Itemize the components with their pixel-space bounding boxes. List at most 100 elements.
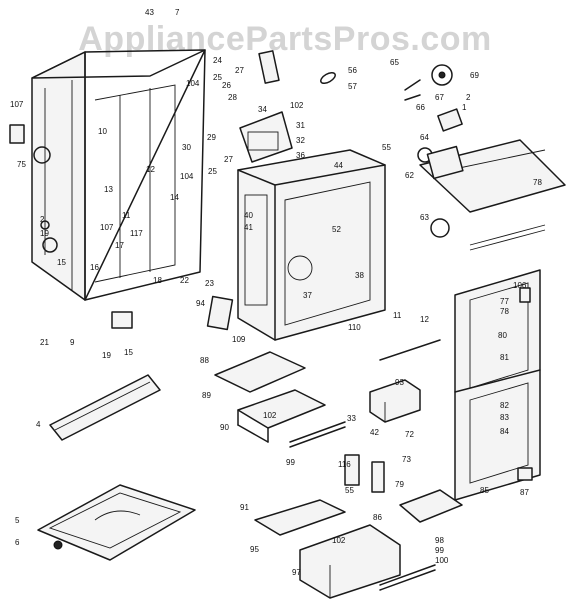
part-number-40: 40 bbox=[244, 211, 253, 220]
part-number-93: 93 bbox=[395, 378, 404, 387]
part-number-80: 80 bbox=[498, 331, 507, 340]
part-number-36: 36 bbox=[296, 151, 305, 160]
part-number-5: 5 bbox=[15, 516, 20, 525]
part-number-83: 83 bbox=[500, 413, 509, 422]
part-number-82: 82 bbox=[500, 401, 509, 410]
part-number-29: 29 bbox=[207, 133, 216, 142]
part-number-19: 19 bbox=[40, 229, 49, 238]
part-number-15: 15 bbox=[124, 348, 133, 357]
part-number-13: 13 bbox=[104, 185, 113, 194]
part-number-63: 63 bbox=[420, 213, 429, 222]
part-number-117: 117 bbox=[130, 229, 143, 238]
part-number-25: 25 bbox=[208, 167, 217, 176]
part-number-6: 6 bbox=[15, 538, 20, 547]
part-number-34: 34 bbox=[258, 105, 267, 114]
part-number-97: 97 bbox=[292, 568, 301, 577]
part-number-30: 30 bbox=[182, 143, 191, 152]
part-number-15: 15 bbox=[57, 258, 66, 267]
part-number-79: 79 bbox=[395, 480, 404, 489]
part-number-24: 24 bbox=[213, 56, 222, 65]
part-number-12: 12 bbox=[420, 315, 429, 324]
part-number-78: 78 bbox=[533, 178, 542, 187]
part-number-52: 52 bbox=[332, 225, 341, 234]
part-number-2: 2 bbox=[466, 93, 471, 102]
part-number-31: 31 bbox=[296, 121, 305, 130]
part-number-33: 33 bbox=[347, 414, 356, 423]
part-number-77: 77 bbox=[500, 297, 509, 306]
part-number-21: 21 bbox=[40, 338, 49, 347]
part-number-90: 90 bbox=[220, 423, 229, 432]
part-number-81: 81 bbox=[500, 353, 509, 362]
part-number-19: 19 bbox=[102, 351, 111, 360]
part-number-87: 87 bbox=[520, 488, 529, 497]
part-number-88: 88 bbox=[200, 356, 209, 365]
part-number-38: 38 bbox=[355, 271, 364, 280]
part-number-104: 104 bbox=[186, 79, 200, 88]
part-number-22: 22 bbox=[180, 276, 189, 285]
cabinet-shell bbox=[31, 49, 206, 301]
part-number-69: 69 bbox=[470, 71, 479, 80]
part-number-18: 18 bbox=[153, 276, 162, 285]
shelf-frame bbox=[214, 351, 326, 443]
part-number-95: 95 bbox=[250, 545, 259, 554]
part-number-14: 14 bbox=[170, 193, 179, 202]
ice-bin bbox=[369, 379, 421, 423]
part-number-9: 9 bbox=[70, 338, 75, 347]
part-number-86: 86 bbox=[373, 513, 382, 522]
part-number-28: 28 bbox=[228, 93, 237, 102]
bottom-pan bbox=[37, 484, 196, 561]
part-number-109: 109 bbox=[232, 335, 246, 344]
part-number-110: 110 bbox=[348, 323, 361, 332]
part-number-99: 99 bbox=[286, 458, 295, 467]
part-number-55: 55 bbox=[345, 486, 354, 495]
hardware-parts bbox=[9, 50, 533, 493]
front-trim bbox=[49, 374, 161, 441]
part-number-66: 66 bbox=[416, 103, 425, 112]
part-number-84: 84 bbox=[500, 427, 509, 436]
part-number-17: 17 bbox=[115, 241, 124, 250]
part-number-91: 91 bbox=[240, 503, 249, 512]
part-number-73: 73 bbox=[402, 455, 411, 464]
part-number-27: 27 bbox=[235, 66, 244, 75]
part-number-37: 37 bbox=[303, 291, 312, 300]
part-number-89: 89 bbox=[202, 391, 211, 400]
part-number-1: 1 bbox=[462, 103, 467, 112]
part-number-107: 107 bbox=[100, 223, 114, 232]
part-number-99: 99 bbox=[435, 546, 444, 555]
part-number-62: 62 bbox=[405, 171, 414, 180]
part-number-104: 104 bbox=[180, 172, 194, 181]
part-number-42: 42 bbox=[370, 428, 379, 437]
part-number-102: 102 bbox=[263, 411, 277, 420]
evaporator-cover bbox=[239, 111, 293, 163]
freezer-liner bbox=[237, 149, 386, 341]
part-number-44: 44 bbox=[334, 161, 343, 170]
part-number-57: 57 bbox=[348, 82, 357, 91]
crisper-drawers bbox=[254, 489, 463, 599]
part-number-4: 4 bbox=[36, 420, 41, 429]
part-number-107: 107 bbox=[10, 100, 24, 109]
part-number-43: 43 bbox=[145, 8, 154, 17]
part-number-12: 12 bbox=[146, 165, 155, 174]
part-number-56: 56 bbox=[348, 66, 357, 75]
part-number-100: 100 bbox=[435, 556, 449, 565]
part-number-102: 102 bbox=[332, 536, 346, 545]
part-number-102: 102 bbox=[290, 101, 304, 110]
part-number-55: 55 bbox=[382, 143, 391, 152]
part-number-75: 75 bbox=[17, 160, 26, 169]
part-number-41: 41 bbox=[244, 223, 253, 232]
part-number-16: 16 bbox=[90, 263, 99, 272]
part-number-85: 85 bbox=[480, 486, 489, 495]
part-number-10: 10 bbox=[98, 127, 107, 136]
part-number-78: 78 bbox=[500, 307, 509, 316]
part-number-23: 23 bbox=[205, 279, 214, 288]
part-number-26: 26 bbox=[222, 81, 231, 90]
part-number-94: 94 bbox=[196, 299, 205, 308]
part-number-116: 116 bbox=[338, 460, 351, 469]
part-number-98: 98 bbox=[435, 536, 444, 545]
part-number-67: 67 bbox=[435, 93, 444, 102]
part-number-72: 72 bbox=[405, 430, 414, 439]
part-number-106: 106 bbox=[513, 281, 527, 290]
part-number-27: 27 bbox=[224, 155, 233, 164]
